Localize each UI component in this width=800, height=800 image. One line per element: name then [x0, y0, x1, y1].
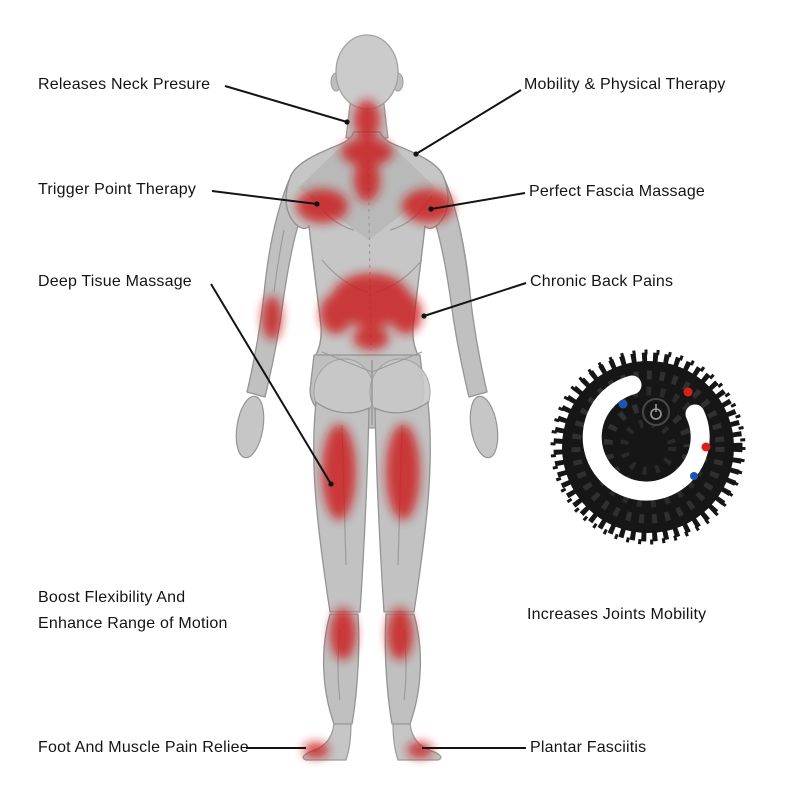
- label-boost-flexibility-line2: Enhance Range of Motion: [38, 615, 228, 632]
- callout-line-chronic-back: [423, 282, 527, 317]
- label-perfect-fascia-massage: Perfect Fascia Massage: [529, 183, 706, 200]
- label-mobility-physical-therapy: Mobility & Physical Therapy: [524, 76, 726, 93]
- callout-line-mobility: [415, 89, 522, 155]
- label-releases-neck-pressure: Releases Neck Presure: [38, 76, 211, 93]
- label-increases-joints-mobility: Increases Joints Mobility: [527, 606, 707, 623]
- left-hand: [235, 395, 265, 459]
- callout-endpoints: [314, 119, 434, 487]
- label-trigger-point-therapy: Trigger Point Therapy: [38, 181, 197, 198]
- power-button-icon: [642, 398, 670, 426]
- label-boost-flexibility-line1: Boost Flexibility And: [38, 589, 186, 606]
- ball-white-ring: [582, 375, 710, 501]
- body-figure: [235, 34, 499, 761]
- callout-line-neck: [224, 85, 348, 123]
- label-deep-tissue-massage: Deep Tisue Massage: [38, 273, 192, 290]
- massage-ball: [550, 349, 746, 545]
- ball-body: [550, 349, 746, 545]
- indicator-dots-red: [683, 387, 711, 452]
- label-plantar-fasciitis: Plantar Fasciitis: [530, 739, 647, 756]
- label-chronic-back-pains: Chronic Back Pains: [530, 273, 674, 290]
- head: [335, 34, 399, 110]
- callout-line-fascia: [430, 192, 526, 210]
- indicator-dots-blue: [618, 399, 698, 480]
- label-foot-muscle-pain-relief: Foot And Muscle Pain Reliee: [38, 739, 249, 756]
- pain-highlights: [262, 100, 454, 758]
- callout-lines: [210, 85, 527, 749]
- callout-line-deep-tissue: [210, 283, 332, 485]
- callout-line-trigger: [211, 190, 318, 205]
- right-hand: [469, 395, 499, 459]
